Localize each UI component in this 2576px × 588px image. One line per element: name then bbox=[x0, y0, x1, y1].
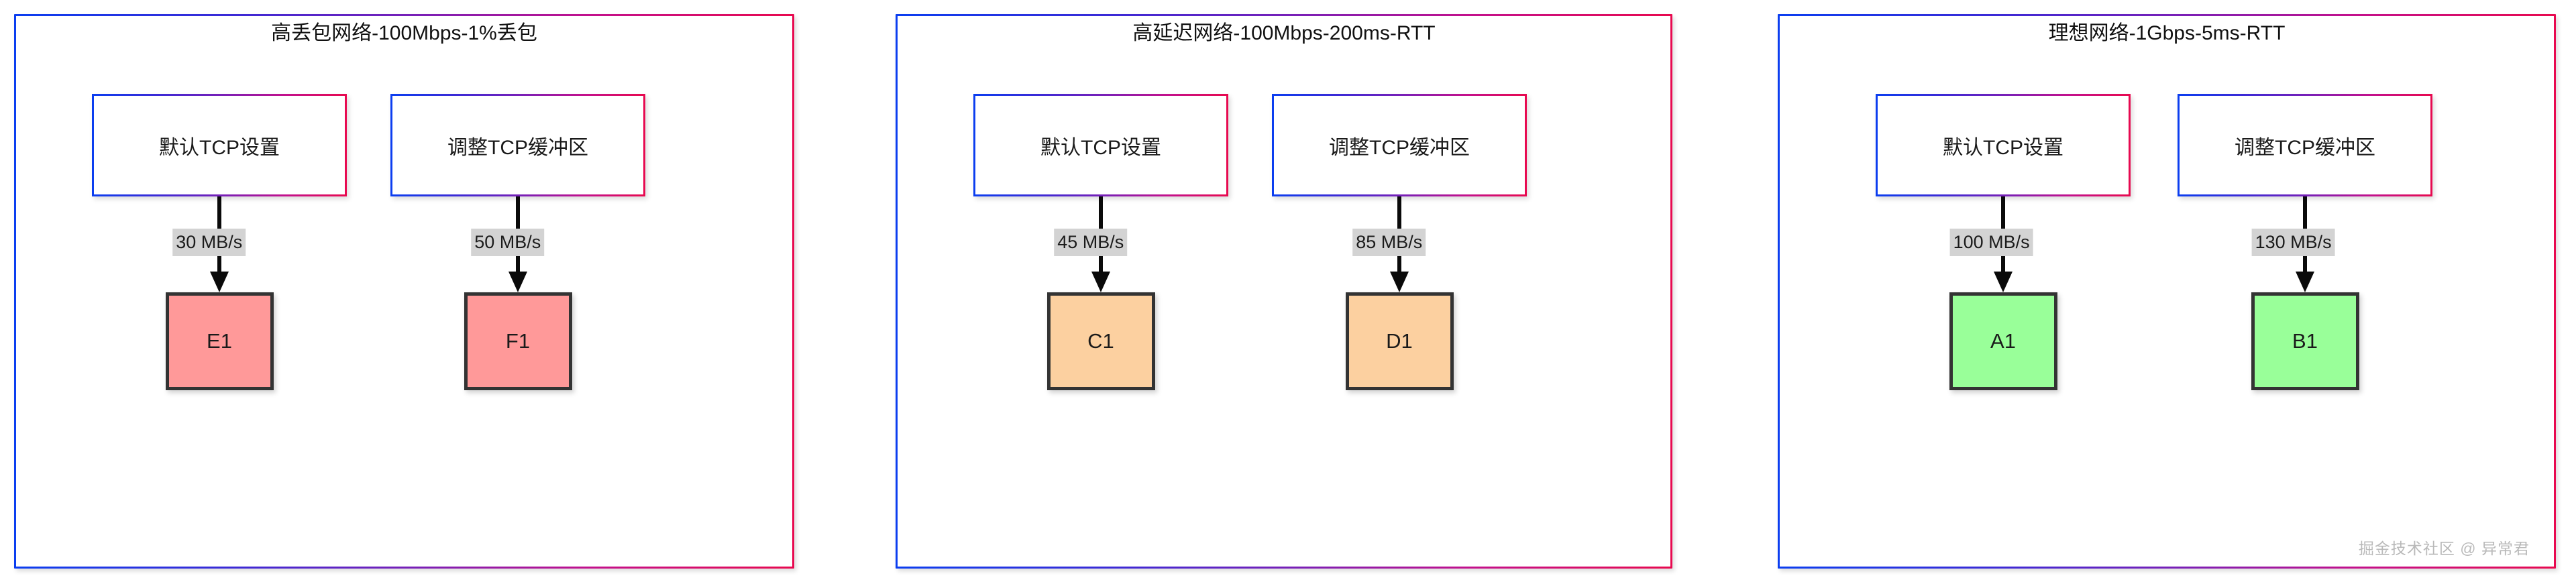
node-source-label: 调整TCP缓冲区 bbox=[392, 96, 643, 194]
node-source-label: 默认TCP设置 bbox=[975, 96, 1226, 194]
node-terminal-b1[interactable]: B1 bbox=[2251, 292, 2359, 390]
node-source-tuned-tcp[interactable]: 调整TCP缓冲区 bbox=[390, 94, 645, 196]
node-terminal-label: F1 bbox=[505, 329, 531, 353]
throughput-label: 45 MB/s bbox=[1054, 229, 1128, 256]
node-source-default-tcp[interactable]: 默认TCP设置 bbox=[973, 94, 1228, 196]
cluster-title: 高丢包网络-100Mbps-1%丢包 bbox=[271, 22, 537, 44]
flow-arrow: 30 MB/s bbox=[90, 196, 349, 292]
flow-arrow: 130 MB/s bbox=[2176, 196, 2434, 292]
node-terminal-label: D1 bbox=[1386, 329, 1413, 353]
watermark: 掘金技术社区 @ 异常君 bbox=[2358, 540, 2530, 557]
node-source-label: 调整TCP缓冲区 bbox=[1274, 96, 1525, 194]
node-terminal-label: A1 bbox=[1990, 329, 2016, 353]
flow-column-default-tcp: 默认TCP设置 100 MB/s A1 bbox=[1874, 94, 2133, 390]
cluster-high-loss: 高丢包网络-100Mbps-1%丢包 默认TCP设置 30 MB/s E1 bbox=[14, 14, 794, 569]
cluster-title: 高延迟网络-100Mbps-200ms-RTT bbox=[1132, 22, 1436, 44]
node-terminal-f1[interactable]: F1 bbox=[464, 292, 572, 390]
node-source-label: 默认TCP设置 bbox=[1878, 96, 2129, 194]
flow-column-tuned-tcp: 调整TCP缓冲区 130 MB/s B1 bbox=[2176, 94, 2434, 390]
node-source-label: 默认TCP设置 bbox=[94, 96, 345, 194]
flow-arrow: 45 MB/s bbox=[971, 196, 1230, 292]
cluster-body: 高延迟网络-100Mbps-200ms-RTT 默认TCP设置 45 MB/s … bbox=[898, 16, 1670, 567]
node-source-default-tcp[interactable]: 默认TCP设置 bbox=[92, 94, 347, 196]
throughput-label: 50 MB/s bbox=[471, 229, 545, 256]
flow-arrow: 85 MB/s bbox=[1270, 196, 1529, 292]
node-terminal-e1[interactable]: E1 bbox=[165, 292, 274, 390]
throughput-label: 100 MB/s bbox=[1949, 229, 2033, 256]
node-source-tuned-tcp[interactable]: 调整TCP缓冲区 bbox=[1272, 94, 1527, 196]
node-terminal-a1[interactable]: A1 bbox=[1949, 292, 2057, 390]
node-source-default-tcp[interactable]: 默认TCP设置 bbox=[1876, 94, 2131, 196]
throughput-label: 85 MB/s bbox=[1352, 229, 1426, 256]
node-source-tuned-tcp[interactable]: 调整TCP缓冲区 bbox=[2178, 94, 2432, 196]
throughput-label: 130 MB/s bbox=[2251, 229, 2335, 256]
flow-arrow: 100 MB/s bbox=[1874, 196, 2133, 292]
node-terminal-label: B1 bbox=[2292, 329, 2318, 353]
flow-column-tuned-tcp: 调整TCP缓冲区 50 MB/s F1 bbox=[388, 94, 647, 390]
flow-column-default-tcp: 默认TCP设置 30 MB/s E1 bbox=[90, 94, 349, 390]
throughput-label: 30 MB/s bbox=[172, 229, 246, 256]
cluster-high-latency: 高延迟网络-100Mbps-200ms-RTT 默认TCP设置 45 MB/s … bbox=[896, 14, 1672, 569]
cluster-body: 理想网络-1Gbps-5ms-RTT 默认TCP设置 100 MB/s A1 bbox=[1780, 16, 2554, 567]
cluster-title: 理想网络-1Gbps-5ms-RTT bbox=[2048, 22, 2286, 44]
flow-arrow: 50 MB/s bbox=[388, 196, 647, 292]
node-terminal-d1[interactable]: D1 bbox=[1345, 292, 1454, 390]
node-terminal-c1[interactable]: C1 bbox=[1046, 292, 1155, 390]
flow-column-tuned-tcp: 调整TCP缓冲区 85 MB/s D1 bbox=[1270, 94, 1529, 390]
node-terminal-label: E1 bbox=[207, 329, 232, 353]
cluster-body: 高丢包网络-100Mbps-1%丢包 默认TCP设置 30 MB/s E1 bbox=[16, 16, 792, 567]
flow-column-default-tcp: 默认TCP设置 45 MB/s C1 bbox=[971, 94, 1230, 390]
node-terminal-label: C1 bbox=[1087, 329, 1114, 353]
cluster-ideal: 理想网络-1Gbps-5ms-RTT 默认TCP设置 100 MB/s A1 bbox=[1778, 14, 2556, 569]
node-source-label: 调整TCP缓冲区 bbox=[2180, 96, 2430, 194]
